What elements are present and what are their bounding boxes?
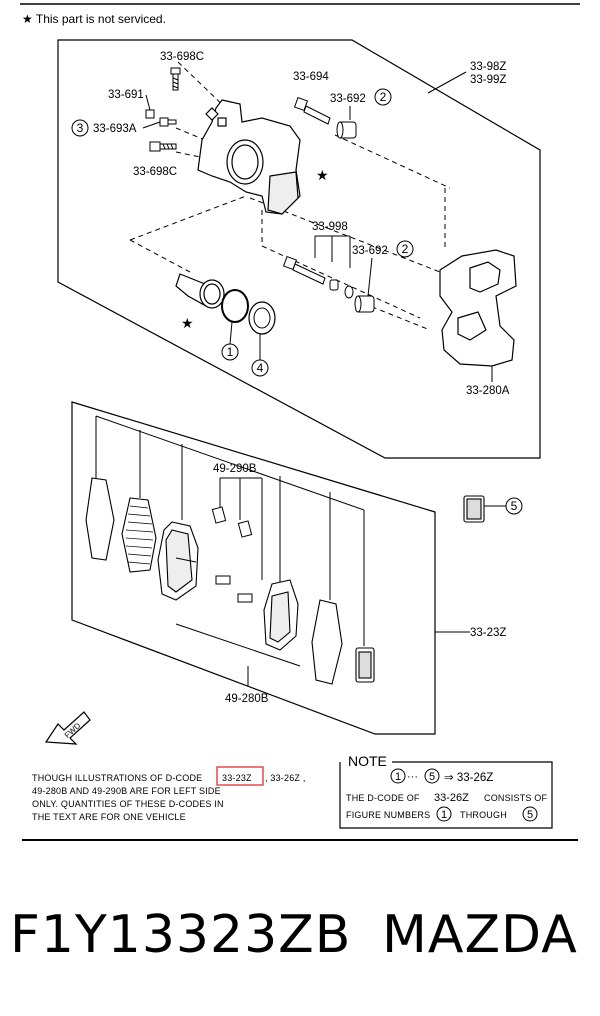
note-line2-a: THE D-CODE OF [346, 793, 420, 803]
caliper-bracket [439, 249, 517, 367]
piston-seal [221, 289, 249, 323]
part-number: F1Y13323ZB [10, 905, 351, 965]
pad-frame [71, 401, 436, 735]
outer-pad [157, 521, 199, 601]
brand-name: MAZDA [382, 905, 578, 965]
bolt-33-698c-top [170, 67, 181, 91]
callout-1-text: 1 [227, 345, 234, 359]
callout-2-top-text: 2 [380, 90, 387, 104]
outer-pad-backing [121, 497, 157, 573]
label-33-698c-top: 33-698C [160, 51, 204, 63]
boot-33-692-top [336, 121, 357, 139]
boot-33-692-mid [354, 295, 375, 313]
note-callout-1b-text: 1 [441, 809, 447, 821]
footnote: THOUGH ILLUSTRATIONS OF D-CODE 33-23Z , … [32, 766, 306, 822]
bolt-33-698c-bottom [149, 141, 177, 152]
note-callout-1-text: 1 [395, 771, 401, 783]
inner-shim [311, 599, 343, 685]
note-line2-b: CONSISTS OF [484, 793, 548, 803]
label-33-698c-bottom: 33-698C [133, 166, 177, 178]
callout-2-top [374, 88, 392, 106]
anti-squeal-shim [355, 647, 375, 683]
label-33-23z: 33-23Z [470, 627, 506, 639]
bleeder-screw [159, 117, 177, 127]
note-title: NOTE [348, 753, 387, 769]
note-box: NOTE 1 ··· 5 ⇒ 33-26Z THE D-CODE OF 33-2… [339, 753, 553, 829]
note-line3-b: THROUGH [460, 810, 507, 820]
label-33-692-top: 33-692 [330, 93, 366, 105]
pad-group: 49-290B 33-23Z 49-280B [44, 401, 523, 745]
caliper-frame [57, 39, 541, 459]
footnote-line4: THE TEXT ARE FOR ONE VEHICLE [32, 812, 186, 822]
guide-pin-33-998 [282, 255, 354, 299]
note-callout-5b [522, 806, 538, 822]
label-33-691: 33-691 [108, 89, 144, 101]
dust-boot [248, 301, 276, 335]
label-33-694: 33-694 [293, 71, 329, 83]
callout-5 [505, 497, 523, 515]
callout-2-mid-text: 2 [402, 242, 409, 256]
caliper-body [197, 99, 301, 215]
bleeder-cap [145, 109, 155, 119]
note-callout-5 [424, 768, 440, 784]
note-dots: ··· [407, 771, 418, 783]
label-33-99z: 33-99Z [470, 74, 506, 86]
note-arrow-code: ⇒ 33-26Z [444, 772, 493, 784]
footnote-line3: ONLY. QUANTITIES OF THESE D-CODES IN [32, 799, 224, 809]
callout-3-text: 3 [77, 121, 84, 135]
label-33-98z: 33-98Z [470, 61, 506, 73]
callout-2-mid [396, 240, 414, 258]
callout-3 [71, 119, 89, 137]
outer-shim [85, 477, 115, 561]
callout-1 [221, 343, 239, 361]
callout-4 [251, 359, 269, 377]
note-callout-1 [390, 768, 406, 784]
note-callout-5-text: 5 [429, 771, 435, 783]
footnote-line2: 49-280B AND 49-290B ARE FOR LEFT SIDE [32, 786, 221, 796]
label-49-290b: 49-290B [213, 463, 257, 475]
note-callout-1b [436, 806, 452, 822]
not-serviced-note: ★ This part is not serviced. [22, 12, 166, 26]
callout-5-text: 5 [511, 499, 518, 513]
star-piston: ★ [181, 315, 194, 331]
label-33-998: 33-998 [312, 221, 348, 233]
label-49-280b: 49-280B [225, 693, 269, 705]
footnote-line1-b: , 33-26Z , [265, 773, 306, 783]
inner-pad [263, 579, 299, 651]
shim-part-5 [463, 495, 485, 523]
fwd-arrow-icon: FWD [44, 711, 91, 745]
guide-pin-33-694 [293, 96, 331, 125]
pad-clips [211, 506, 253, 603]
label-33-692-mid: 33-692 [352, 245, 388, 257]
caliper-group: 33-98Z 33-99Z 33-698C 33-691 [57, 39, 541, 459]
note-line2-code: 33-26Z [434, 792, 469, 804]
note-line3-a: FIGURE NUMBERS [346, 810, 430, 820]
footnote-highlight-code: 33-23Z [222, 773, 252, 783]
note-callout-5b-text: 5 [527, 809, 533, 821]
piston [175, 273, 225, 309]
star-caliper: ★ [316, 167, 329, 183]
label-33-693a: 33-693A [93, 123, 137, 135]
label-33-280a: 33-280A [466, 385, 510, 397]
callout-4-text: 4 [257, 361, 264, 375]
footnote-line1-a: THOUGH ILLUSTRATIONS OF D-CODE [32, 773, 202, 783]
highlight-box-33-23z [216, 766, 264, 786]
